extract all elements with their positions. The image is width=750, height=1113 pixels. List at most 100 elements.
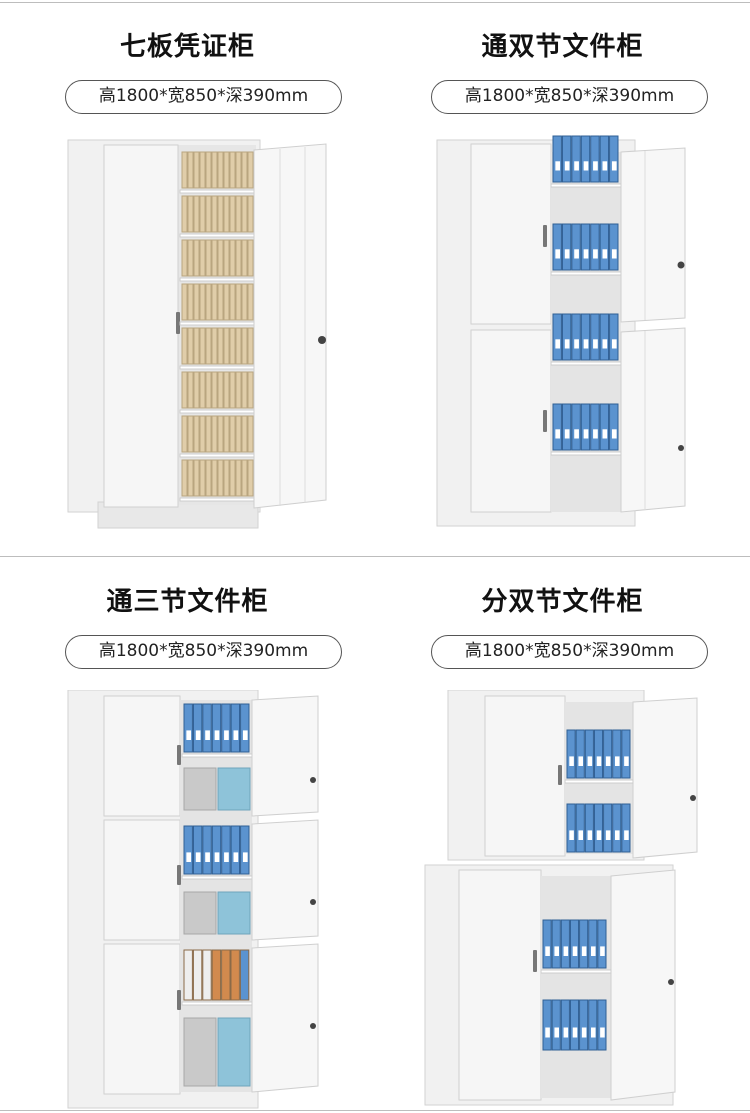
- voucher-box: [229, 151, 236, 189]
- binder-label: [564, 249, 570, 259]
- voucher-box: [181, 195, 188, 233]
- voucher-box: [241, 239, 248, 277]
- binder: [599, 223, 610, 271]
- binder: [230, 703, 241, 753]
- binder: [603, 729, 613, 779]
- binder: [192, 703, 203, 753]
- voucher-box: [229, 239, 236, 277]
- binder: [571, 313, 581, 361]
- shelf: [550, 183, 622, 188]
- binder: [609, 313, 619, 361]
- voucher-box: [223, 371, 230, 409]
- binder-label: [242, 852, 248, 862]
- binder: [239, 949, 250, 1001]
- voucher-cabinet-image: [67, 139, 327, 529]
- binder-label: [224, 852, 229, 862]
- binder: [597, 919, 607, 969]
- voucher-box: [229, 371, 236, 409]
- voucher-box: [241, 415, 248, 453]
- binder-label: [593, 429, 598, 439]
- voucher-box: [205, 415, 212, 453]
- product-card-double-section-cabinet: 通双节文件柜 高1800*宽850*深390mm: [375, 0, 750, 555]
- voucher-box: [241, 459, 248, 497]
- binder-label: [611, 339, 617, 349]
- binder: [597, 999, 607, 1051]
- binder: [569, 919, 580, 969]
- product-card-voucher-cabinet: 七板凭证柜 高1800*宽850*深390mm: [0, 0, 375, 555]
- binder-label: [600, 1027, 605, 1038]
- binder: [593, 803, 604, 853]
- binder-label: [611, 249, 617, 259]
- voucher-box: [187, 283, 194, 321]
- voucher-box: [181, 371, 188, 409]
- binder: [612, 729, 622, 779]
- binder-label: [195, 730, 201, 740]
- binder-label: [583, 429, 589, 439]
- binder: [192, 825, 203, 875]
- binder-label: [545, 1027, 550, 1038]
- binder: [580, 403, 591, 451]
- shelf: [179, 233, 255, 238]
- voucher-box: [247, 415, 254, 453]
- voucher-box: [187, 239, 194, 277]
- voucher-box: [187, 151, 194, 189]
- binder-rows: [550, 135, 622, 456]
- voucher-box: [187, 195, 194, 233]
- voucher-box: [247, 151, 254, 189]
- storage-box: [183, 767, 217, 811]
- binder: [575, 803, 585, 853]
- voucher-box: [247, 239, 254, 277]
- voucher-box: [193, 239, 200, 277]
- binder: [599, 403, 610, 451]
- binder: [588, 919, 598, 969]
- binder: [561, 223, 572, 271]
- binder: [590, 135, 600, 183]
- binder-label: [591, 946, 596, 956]
- voucher-box: [211, 371, 218, 409]
- binder: [612, 803, 622, 853]
- voucher-box: [193, 371, 200, 409]
- binder-label: [602, 161, 608, 171]
- triple-section-cabinet-image: [67, 690, 319, 1109]
- voucher-box: [187, 327, 194, 365]
- voucher-box: [217, 283, 224, 321]
- binder-label: [563, 1027, 569, 1038]
- binder-label: [591, 1027, 596, 1038]
- shelf: [181, 753, 253, 758]
- bottom-divider: [0, 1110, 750, 1111]
- voucher-box: [211, 195, 218, 233]
- voucher-box: [211, 459, 218, 497]
- binder-rows: [181, 703, 253, 1087]
- middle-divider: [0, 556, 750, 557]
- binder: [575, 729, 585, 779]
- voucher-box: [205, 239, 212, 277]
- voucher-box: [229, 415, 236, 453]
- voucher-box: [205, 371, 212, 409]
- voucher-box: [199, 283, 206, 321]
- binder-label: [569, 830, 574, 840]
- voucher-box: [181, 283, 188, 321]
- binder-rows: [540, 729, 634, 1051]
- binder: [609, 223, 619, 271]
- binder: [221, 825, 231, 875]
- product-card-split-double-cabinet: 分双节文件柜 高1800*宽850*深390mm: [375, 555, 750, 1110]
- binder: [542, 919, 552, 969]
- voucher-box: [223, 239, 230, 277]
- product-title: 通三节文件柜: [106, 587, 269, 617]
- shelf: [179, 409, 255, 414]
- shelf: [181, 1001, 253, 1006]
- binder: [580, 313, 591, 361]
- binder: [221, 703, 231, 753]
- voucher-box: [199, 195, 206, 233]
- shelf: [181, 875, 253, 880]
- voucher-box: [235, 371, 242, 409]
- voucher-box: [247, 371, 254, 409]
- binder-label: [554, 946, 559, 956]
- voucher-box: [241, 283, 248, 321]
- voucher-box: [235, 195, 242, 233]
- binder-label: [242, 730, 248, 740]
- voucher-box: [223, 195, 230, 233]
- voucher-box: [181, 327, 188, 365]
- binder-label: [564, 161, 570, 171]
- binder: [240, 825, 250, 875]
